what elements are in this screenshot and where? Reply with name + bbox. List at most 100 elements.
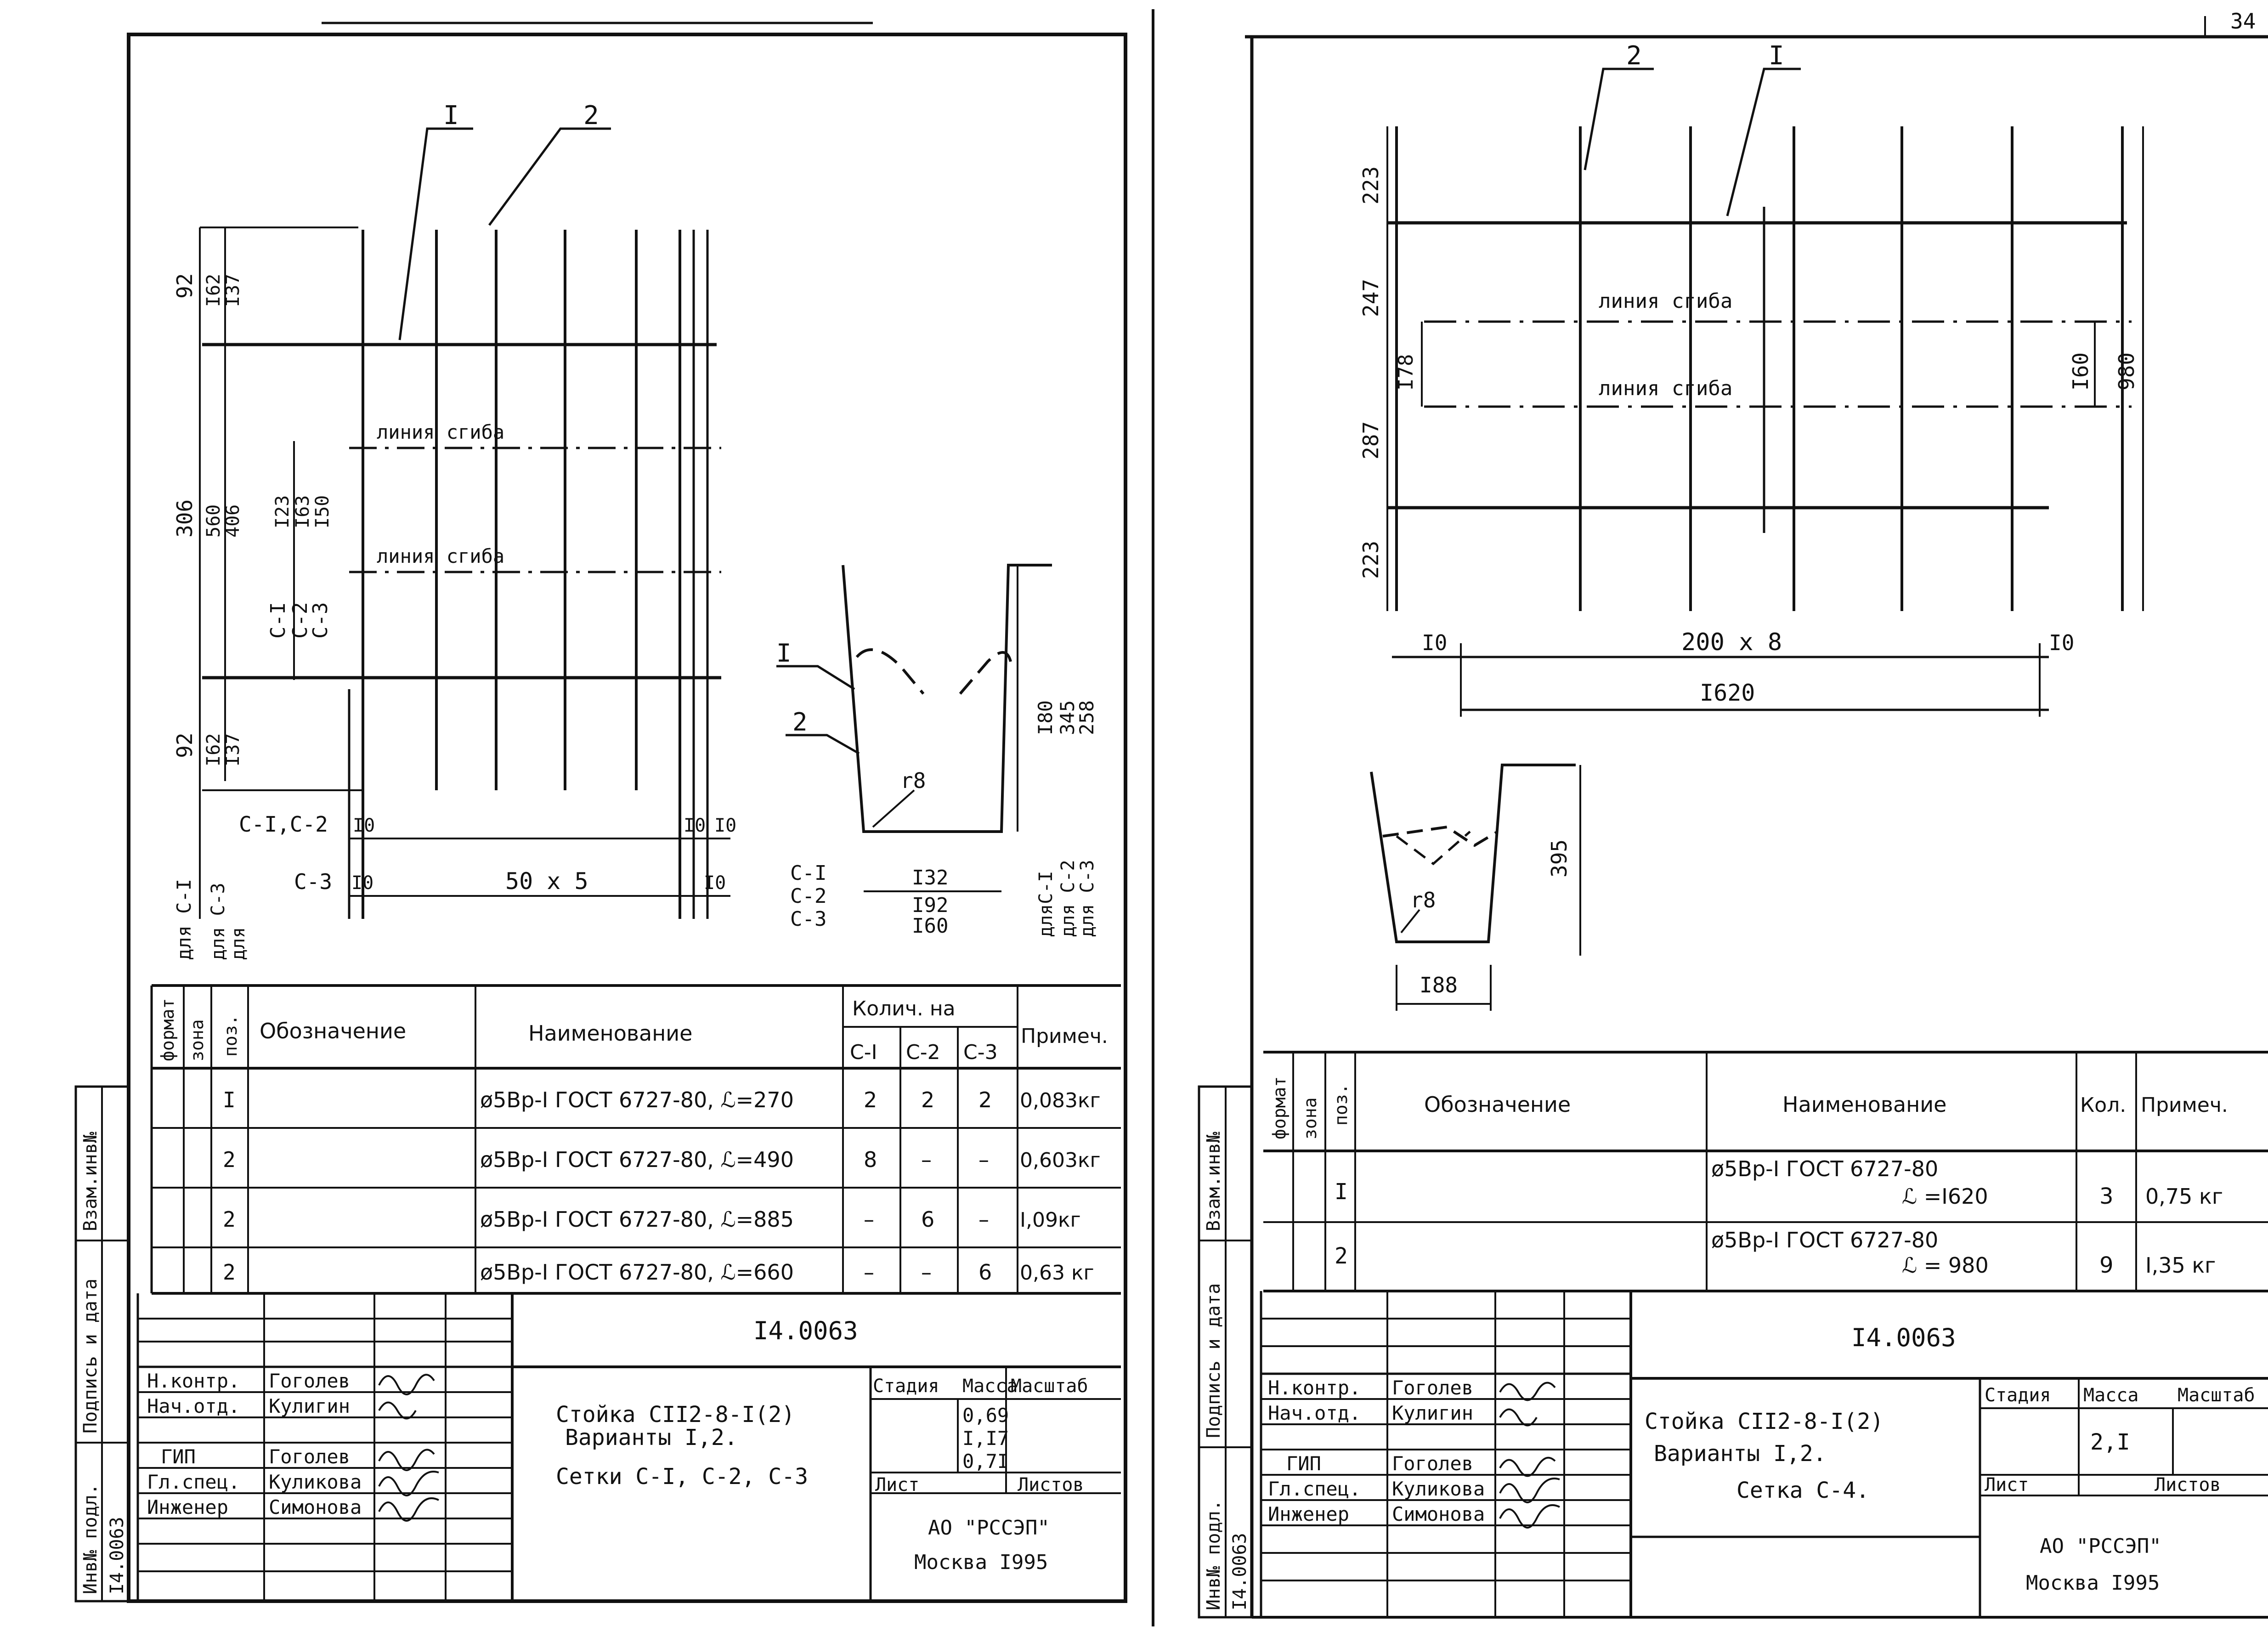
spec-col-pos: поз. xyxy=(221,1014,241,1057)
mark-c1: С-I xyxy=(266,602,290,639)
dim-163: I63 xyxy=(292,495,313,528)
leader-pos1 xyxy=(398,127,473,340)
section-c2: С-2 xyxy=(790,884,826,908)
section-dim-188: I88 xyxy=(1420,973,1458,997)
left-title-block: Н.контр. Нач.отд. ГИП Гл.спец. Инженер Г… xyxy=(136,1293,1121,1601)
tb-title3: Сетки С-I, С-2, С-3 xyxy=(556,1464,808,1490)
spec-col-note: Примеч. xyxy=(2141,1093,2228,1117)
dim-10-b: I0 xyxy=(351,872,373,894)
section-dim-345: 345 xyxy=(1056,700,1079,735)
section-radius-leader xyxy=(1400,909,1420,934)
dim-178: I78 xyxy=(1394,354,1418,391)
spec-row-c1: 8 xyxy=(864,1147,877,1172)
right-section-drawing: 395 r8 I88 xyxy=(1370,764,1581,1011)
side-inv-num: I4.0063 xyxy=(107,1517,128,1594)
tb-role: Инженер xyxy=(147,1496,228,1518)
spec-row-note: 0,75 кг xyxy=(2145,1184,2223,1209)
mark-c2: С-2 xyxy=(288,602,312,639)
signature xyxy=(378,1401,417,1420)
dim-1620: I620 xyxy=(1700,680,1755,706)
spec-row-c2: – xyxy=(921,1260,932,1285)
spec-row-pos: 2 xyxy=(223,1147,236,1172)
dim-10-left: I0 xyxy=(1422,630,1447,655)
tb-name: Куликова xyxy=(269,1471,362,1493)
signature xyxy=(1499,1408,1538,1427)
spec-row-c1: – xyxy=(864,1207,874,1232)
signature xyxy=(1499,1478,1560,1503)
dim-160: I60 xyxy=(2068,352,2093,391)
right-mesh-drawing: 2 I линия сгиба линия сгиба 223 247 I78 … xyxy=(1358,41,2144,717)
section-radius-leader xyxy=(872,789,915,828)
section-for-c2: для С-2 xyxy=(1058,860,1079,937)
section-label-pos2: 2 xyxy=(792,708,808,736)
dim-162-top: I62 xyxy=(203,274,224,307)
tb-role: Нач.отд. xyxy=(147,1395,240,1417)
spec-row-pos: I xyxy=(223,1088,236,1112)
spec-row-pos: 2 xyxy=(1335,1243,1348,1269)
signature xyxy=(378,1497,439,1522)
side-vzam: Взам.инв№ xyxy=(1203,1132,1224,1231)
spec-row-note: 0,603кг xyxy=(1020,1149,1101,1172)
dim-10-d: I0 xyxy=(714,815,736,836)
label-bend-1: линия сгиба xyxy=(377,421,504,443)
dim-247: 247 xyxy=(1358,279,1383,317)
spec-row-c2: 6 xyxy=(921,1207,934,1232)
spec-row-pos: I xyxy=(1335,1179,1348,1205)
side-inv-num: I4.0063 xyxy=(1229,1533,1250,1610)
tb-scale: Масштаб xyxy=(1011,1376,1088,1397)
tb-role: Гл.спец. xyxy=(147,1471,240,1493)
tb-role: ГИП xyxy=(1286,1452,1321,1475)
dim-223-bottom: 223 xyxy=(1358,541,1383,579)
side-sign: Подпись и дата xyxy=(1203,1283,1224,1438)
section-dim-395: 395 xyxy=(1547,839,1572,878)
spec-row-c1: 2 xyxy=(864,1088,877,1112)
dim-306: 306 xyxy=(172,499,197,538)
label-row-c3: С-3 xyxy=(294,869,332,894)
tb-name: Симонова xyxy=(1392,1503,1485,1525)
label-for-c3-a: для С-3 xyxy=(208,883,229,960)
spec-row-qty: 3 xyxy=(2099,1184,2114,1209)
dim-10-c: I0 xyxy=(684,815,706,836)
spec-row-c2: 2 xyxy=(921,1088,934,1112)
section-dim-180: I80 xyxy=(1034,700,1057,735)
spec-col-qty: Кол. xyxy=(2080,1093,2126,1117)
dim-10-a: I0 xyxy=(353,815,375,836)
tb-mass-value: 2,I xyxy=(2090,1429,2130,1455)
signature xyxy=(1499,1382,1556,1401)
spec-col-name: Наименование xyxy=(528,1021,692,1046)
signature xyxy=(1499,1456,1556,1477)
tb-sheet: Лист xyxy=(1985,1474,2029,1495)
dim-560: 560 xyxy=(203,504,224,538)
spec-row: 2 ø5Вр-I ГОСТ 6727-80, ℒ=490 8 – – 0,603… xyxy=(223,1147,1101,1172)
left-spec-table: формат зона поз. Обозначение Наименовани… xyxy=(150,984,1121,1295)
spec-row-c3: 6 xyxy=(978,1260,992,1285)
tb-role: Нач.отд. xyxy=(1268,1402,1361,1424)
spec-row-name: ø5Вр-I ГОСТ 6727-80, ℒ=270 xyxy=(480,1088,794,1112)
tb-role: Инженер xyxy=(1268,1503,1349,1525)
tb-title1: Стойка СII2-8-I(2) xyxy=(556,1402,795,1427)
label-pos1: I xyxy=(443,101,459,130)
right-sheet: 2 I линия сгиба линия сгиба 223 247 I78 … xyxy=(1198,16,2268,1619)
dim-137-top: I37 xyxy=(222,274,243,307)
spec-row-c2: – xyxy=(921,1147,932,1172)
dim-287: 287 xyxy=(1358,421,1383,459)
dim-406: 406 xyxy=(222,504,243,538)
spec-col-pos: поз. xyxy=(1331,1083,1351,1126)
tb-name: Куликова xyxy=(1392,1478,1485,1500)
side-sign: Подпись и дата xyxy=(80,1279,101,1433)
section-dim-258: 258 xyxy=(1075,700,1098,735)
tb-scale: Масштаб xyxy=(2178,1385,2255,1406)
spec-row-name: ø5Вр-I ГОСТ 6727-80, ℒ=490 xyxy=(480,1147,794,1172)
tb-org1: АО "РССЭП" xyxy=(928,1516,1050,1540)
dim-137-bottom: I37 xyxy=(222,733,243,766)
dim-123: I23 xyxy=(272,495,293,528)
spec-row: I ø5Вр-I ГОСТ 6727-80 ℒ =I620 3 0,75 кг xyxy=(1335,1156,2223,1209)
tb-name: Гоголев xyxy=(269,1370,350,1392)
section-profile xyxy=(1370,764,1576,943)
signature xyxy=(378,1471,439,1496)
spec-row-c1: – xyxy=(864,1260,874,1285)
spec-row: I ø5Вр-I ГОСТ 6727-80, ℒ=270 2 2 2 0,083… xyxy=(223,1088,1101,1112)
section-dashed-2 xyxy=(959,651,1012,695)
dim-10-right: I0 xyxy=(2049,630,2074,655)
spec-row-qty: 9 xyxy=(2099,1252,2114,1278)
